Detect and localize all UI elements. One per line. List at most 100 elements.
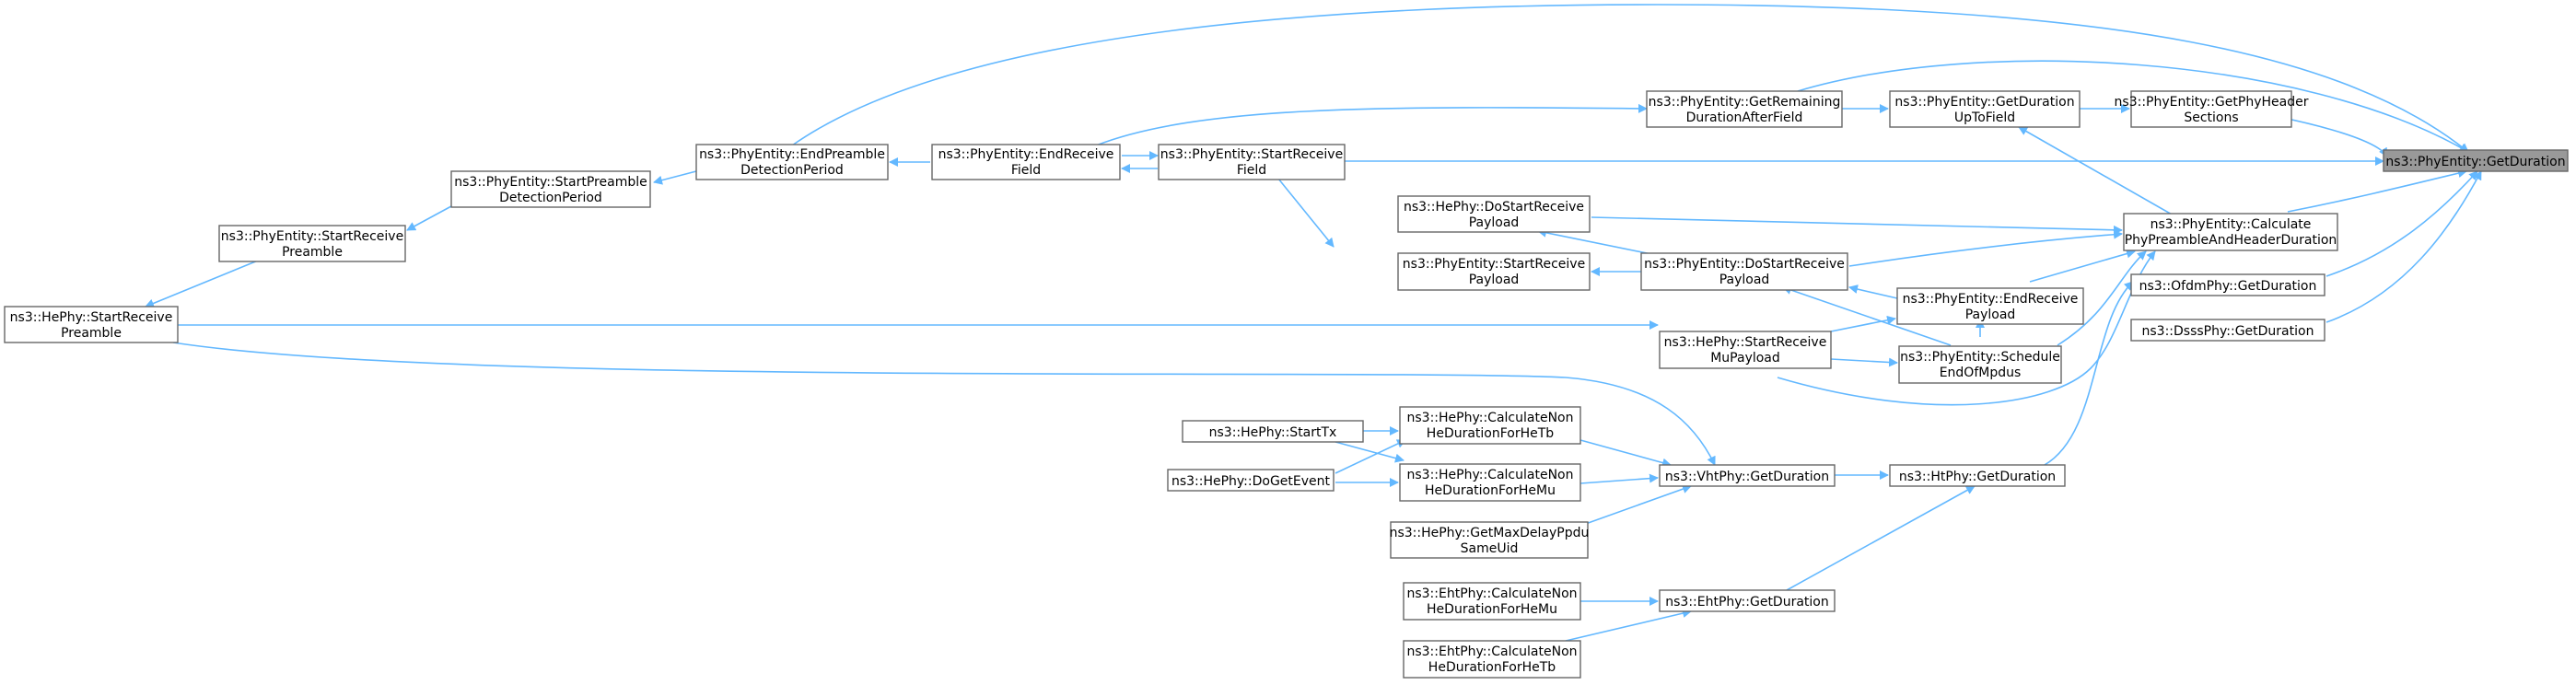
node-label-line1: ns3::PhyEntity::EndPreamble xyxy=(699,147,885,162)
node-label-line2: HeDurationForHeMu xyxy=(1427,602,1557,617)
node-label: ns3::HePhy::DoGetEvent xyxy=(1171,474,1331,489)
node-label-line2: DetectionPeriod xyxy=(499,191,602,205)
node-label-line2: HeDurationForHeTb xyxy=(1428,660,1556,675)
edge-endpreamble-to-root xyxy=(791,4,2469,153)
node-hephy-dostartreceivepayload[interactable]: ns3::HePhy::DoStartReceive Payload xyxy=(1397,195,1591,233)
edge-startreceivepreamble-to-hephystartreceivepreamble xyxy=(145,260,259,308)
node-label-line1: ns3::PhyEntity::DoStartReceive xyxy=(1644,257,1845,272)
node-phyentity-endpreambledetectionperiod[interactable]: ns3::PhyEntity::EndPreamble DetectionPer… xyxy=(695,144,889,180)
node-phyentity-endreceivefield[interactable]: ns3::PhyEntity::EndReceive Field xyxy=(931,144,1121,180)
edge-endreceivepayload-to-calculatepreamble xyxy=(2029,249,2136,283)
edge-ehtgetduration-to-htgetduration xyxy=(1786,485,1976,591)
edge-phyentitydostartreceivepayload-to-calculatepreamble xyxy=(1848,229,2123,267)
edge-hephystartreceivemu-to-schedule xyxy=(1830,357,1898,367)
node-phyentity-dostartreceivepayload[interactable]: ns3::PhyEntity::DoStartReceive Payload xyxy=(1640,252,1848,291)
node-label-line1: ns3::HePhy::StartReceive xyxy=(10,310,173,325)
node-label: ns3::VhtPhy::GetDuration xyxy=(1665,470,1829,484)
node-label-line2: Field xyxy=(1237,163,1266,178)
node-label-line1: ns3::PhyEntity::GetDuration xyxy=(1894,95,2074,110)
node-ehtphy-getduration[interactable]: ns3::EhtPhy::GetDuration xyxy=(1659,589,1836,612)
node-hephy-startreceivemupayload[interactable]: ns3::HePhy::StartReceive MuPayload xyxy=(1659,331,1832,369)
edge-dogetevent-to-calcnonhetb xyxy=(1335,439,1406,474)
edge-calculatepreamble-to-root xyxy=(2287,168,2467,213)
edge-ofdmgetduration-to-root xyxy=(2325,170,2478,277)
node-label: ns3::DsssPhy::GetDuration xyxy=(2142,324,2314,339)
node-label-line1: ns3::EhtPhy::CalculateNon xyxy=(1406,644,1577,659)
node-phyentity-startreceivefield[interactable]: ns3::PhyEntity::StartReceive Field xyxy=(1158,144,1346,180)
node-label-line1: ns3::HePhy::CalculateNon xyxy=(1407,411,1574,425)
node-label: ns3::OfdmPhy::GetDuration xyxy=(2139,279,2317,294)
node-phyentity-startpreambledetectionperiod[interactable]: ns3::PhyEntity::StartPreamble DetectionP… xyxy=(450,170,651,208)
node-hephy-dogetevent[interactable]: ns3::HePhy::DoGetEvent xyxy=(1167,469,1335,492)
edge-schedule-to-calculatepreamble xyxy=(2057,250,2147,346)
node-label-line2: Sections xyxy=(2184,110,2238,125)
node-label-line1: ns3::HePhy::GetMaxDelayPpdu xyxy=(1390,526,1590,540)
node-phyentity-getphyheadersections[interactable]: ns3::PhyEntity::GetPhyHeader Sections xyxy=(2115,90,2309,128)
node-label-line1: ns3::PhyEntity::Calculate xyxy=(2151,217,2312,232)
node-hephy-starttx[interactable]: ns3::HePhy::StartTx xyxy=(1182,420,1364,443)
node-ofdmphy-getduration[interactable]: ns3::OfdmPhy::GetDuration xyxy=(2130,273,2325,296)
node-hephy-getmaxdelayppdusameuid[interactable]: ns3::HePhy::GetMaxDelayPpdu SameUid xyxy=(1390,521,1590,559)
node-label-line1: ns3::PhyEntity::GetRemaining xyxy=(1649,95,1841,110)
edge-getmaxdelay-to-vhtgetduration xyxy=(1579,484,1692,527)
node-label-line2: SameUid xyxy=(1461,541,1519,556)
node-label-line2: Field xyxy=(1011,163,1041,178)
node-label-line1: ns3::PhyEntity::StartReceive xyxy=(221,229,403,244)
node-dsssphy-getduration[interactable]: ns3::DsssPhy::GetDuration xyxy=(2130,319,2325,342)
node-phyentity-endreceivepayload[interactable]: ns3::PhyEntity::EndReceive Payload xyxy=(1896,287,2084,325)
node-phyentity-scheduleendofmpdus[interactable]: ns3::PhyEntity::Schedule EndOfMpdus xyxy=(1898,345,2062,384)
node-phyentity-calculatephypreambleandheaderduration[interactable]: ns3::PhyEntity::Calculate PhyPreambleAnd… xyxy=(2123,213,2338,251)
node-label-line2: Preamble xyxy=(61,326,122,341)
node-phyentity-getdurationuptofield[interactable]: ns3::PhyEntity::GetDuration UpToField xyxy=(1889,90,2081,128)
edge-phyentitydostartreceivepayload-to-hephydostartreceivepayload xyxy=(1537,227,1657,256)
edge-hephystartreceivemu-to-endreceivepayload xyxy=(1830,315,1896,332)
edge-calcnonhemu-to-vhtgetduration xyxy=(1579,473,1659,484)
node-label-line2: HeDurationForHeMu xyxy=(1425,483,1556,498)
node-label: ns3::EhtPhy::GetDuration xyxy=(1665,595,1829,610)
edge-hephydostartreceivepayload-to-calculatepreamble xyxy=(1591,216,2123,235)
edge-endreceivefield-to-getremaining xyxy=(1095,103,1648,146)
node-label: ns3::HtPhy::GetDuration xyxy=(1899,470,2056,484)
node-htphy-getduration[interactable]: ns3::HtPhy::GetDuration xyxy=(1889,464,2066,487)
edge-getremaining-to-root xyxy=(1797,60,2469,153)
node-ehtphy-calculatenonhedurationforhetb[interactable]: ns3::EhtPhy::CalculateNon HeDurationForH… xyxy=(1403,640,1581,679)
node-label-line2: Payload xyxy=(1469,273,1520,287)
node-label-line2: PhyPreambleAndHeaderDuration xyxy=(2125,233,2337,248)
edge-hephystartreceivemu-to-calculatepreamble xyxy=(1777,250,2156,406)
node-label-line1: ns3::PhyEntity::Schedule xyxy=(1900,350,2060,365)
node-label-line1: ns3::EhtPhy::CalculateNon xyxy=(1406,586,1577,601)
node-phyentity-getduration[interactable]: ns3::PhyEntity::GetDuration xyxy=(2383,149,2569,172)
node-vhtphy-getduration[interactable]: ns3::VhtPhy::GetDuration xyxy=(1659,464,1836,487)
node-label-line1: ns3::PhyEntity::EndReceive xyxy=(938,147,1114,162)
edge-endreceivepayload-to-phyentitydostartreceivepayload xyxy=(1848,284,1898,299)
node-label-line2: DurationAfterField xyxy=(1686,110,1803,125)
edge-startpreambledetection-to-startreceivepreamble xyxy=(406,205,452,231)
node-label-line2: EndOfMpdus xyxy=(1940,366,2022,380)
node-phyentity-startreceivepayload[interactable]: ns3::PhyEntity::StartReceive Payload xyxy=(1397,252,1591,291)
edge-endpreamble-to-startpreambledetection xyxy=(653,170,697,185)
node-label-line1: ns3::PhyEntity::StartReceive xyxy=(1160,147,1343,162)
node-label-line2: Payload xyxy=(1965,308,2016,322)
node-hephy-calculatenonhedurationforhetb[interactable]: ns3::HePhy::CalculateNon HeDurationForHe… xyxy=(1399,406,1581,445)
node-hephy-startreceivepreamble[interactable]: ns3::HePhy::StartReceive Preamble xyxy=(4,306,179,343)
node-label-line2: MuPayload xyxy=(1710,351,1780,366)
node-hephy-calculatenonhedurationforhemu[interactable]: ns3::HePhy::CalculateNon HeDurationForHe… xyxy=(1399,463,1581,502)
edge-hephystartreceivepreamble-to-vhtgetduration xyxy=(172,342,1716,466)
edge-ehtcalctb-to-ehtgetduration xyxy=(1565,609,1692,642)
edge-startreceivefield-to-phyentitystartreceivepayload xyxy=(1277,178,1335,248)
node-label-line2: Preamble xyxy=(282,245,343,260)
node-label: ns3::HePhy::StartTx xyxy=(1209,425,1337,440)
node-label: ns3::PhyEntity::GetDuration xyxy=(2385,155,2565,169)
node-phyentity-getremainingdurationafterfield[interactable]: ns3::PhyEntity::GetRemaining DurationAft… xyxy=(1646,90,1843,128)
node-label-line1: ns3::PhyEntity::StartReceive xyxy=(1403,257,1585,272)
edge-schedule-to-phyentitydostartreceivepayload xyxy=(1782,285,1952,346)
node-phyentity-startreceivepreamble[interactable]: ns3::PhyEntity::StartReceive Preamble xyxy=(218,225,406,262)
node-label-line1: ns3::HePhy::DoStartReceive xyxy=(1404,200,1584,215)
node-label-line1: ns3::PhyEntity::EndReceive xyxy=(1903,292,2079,307)
node-label-line2: Payload xyxy=(1469,215,1520,230)
edge-starttx-to-calcnonhemu xyxy=(1335,441,1405,463)
node-ehtphy-calculatenonhedurationforhemu[interactable]: ns3::EhtPhy::CalculateNon HeDurationForH… xyxy=(1403,582,1581,621)
node-label-line1: ns3::HePhy::CalculateNon xyxy=(1407,468,1574,482)
edge-calculatepreamble-to-getdurationuptofield xyxy=(2018,126,2174,216)
